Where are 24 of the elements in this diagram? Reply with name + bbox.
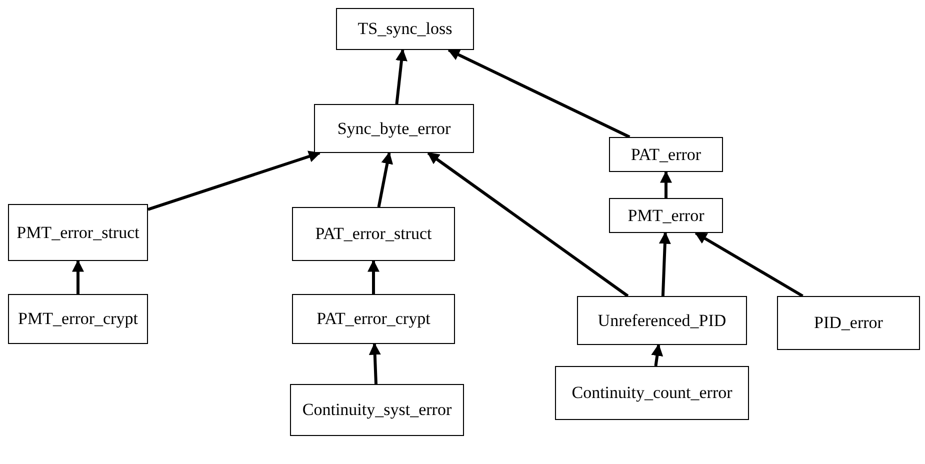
arrow [377, 152, 394, 208]
arrow [651, 344, 664, 366]
node-box: PAT_error_crypt [292, 294, 455, 344]
node-box: PMT_error [609, 198, 723, 233]
arrow [368, 342, 381, 384]
node-box: TS_sync_loss [336, 8, 474, 50]
arrow [148, 150, 321, 211]
arrow [694, 232, 804, 298]
node-box: Unreferenced_PID [577, 296, 747, 345]
node-box: PID_error [777, 296, 920, 350]
arrow [395, 48, 408, 104]
arrow [368, 260, 380, 294]
node-box: Continuity_syst_error [290, 384, 464, 436]
arrow [72, 260, 84, 294]
node-box: PMT_error_crypt [8, 294, 148, 344]
node-box: PMT_error_struct [8, 204, 148, 261]
arrow [448, 48, 630, 138]
arrow [427, 152, 629, 298]
arrow [660, 170, 672, 198]
node-box: PAT_error_struct [292, 207, 455, 261]
arrow [658, 232, 671, 296]
node-box: Continuity_count_error [555, 366, 749, 420]
node-box: PAT_error [609, 137, 723, 172]
node-box: Sync_byte_error [314, 104, 474, 153]
